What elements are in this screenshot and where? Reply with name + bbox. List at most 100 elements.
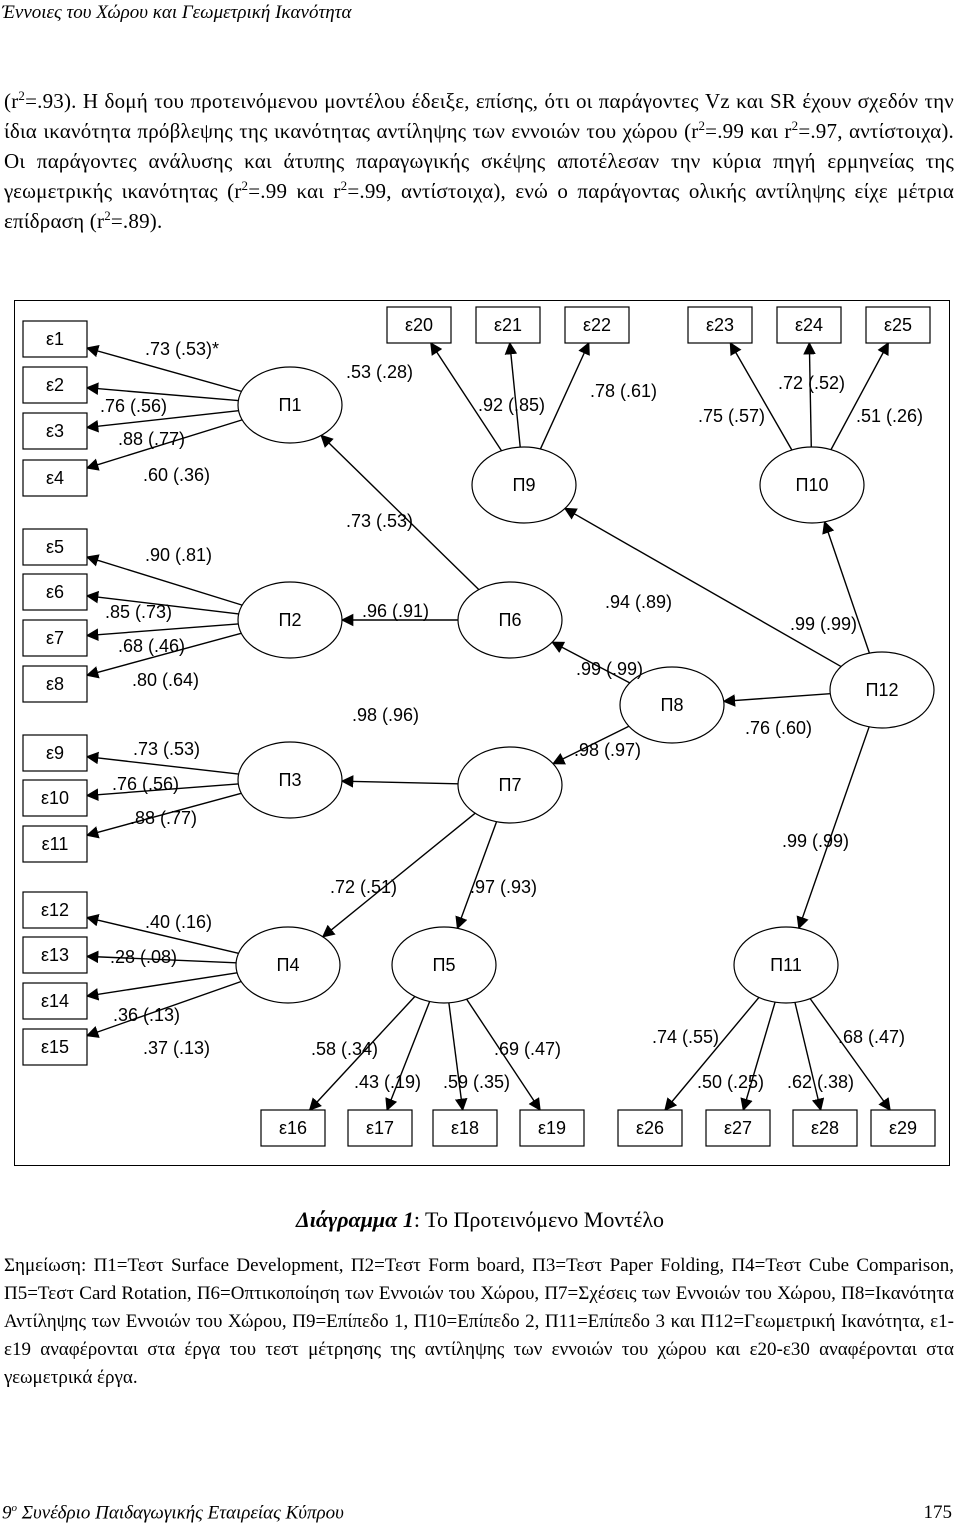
loading-label-p4_e12: .40 (.16) [145,912,212,932]
path-label-p6_p2: .96 (.91) [362,601,429,621]
loading-label-p10_e25: .51 (.26) [856,406,923,426]
error-box-ε2: ε2 [22,366,88,404]
error-box-ε12: ε12 [22,891,88,929]
loading-Π3-ε9 [85,751,239,775]
svg-text:ε14: ε14 [41,991,69,1011]
loading-label-p9_e21: .92 (.85) [478,395,545,415]
error-box-ε7: ε7 [22,619,88,657]
loading-label-p10_e23: .75 (.57) [698,406,765,426]
factor-Π4: Π4 [235,926,341,1004]
error-box-ε26: ε26 [617,1109,683,1147]
loading-Π5-ε16 [308,995,416,1111]
svg-text:ε15: ε15 [41,1037,69,1057]
path-label-p12_p10: .99 (.99) [790,614,857,634]
loading-Π3-ε10 [85,783,239,801]
path-label-p12_p9: .94 (.89) [605,592,672,612]
loading-Π2-ε5 [85,554,243,606]
error-box-ε19: ε19 [519,1109,585,1147]
path-label-p8_p6: .99 (.99) [576,659,643,679]
loading-label-p1_e4: .60 (.36) [143,465,210,485]
error-box-ε16: ε16 [260,1109,326,1147]
svg-text:ε19: ε19 [538,1118,566,1138]
svg-text:ε5: ε5 [46,537,64,557]
path-Π12-Π11 [796,726,870,930]
factor-Π9: Π9 [471,446,577,524]
error-box-ε21: ε21 [475,306,541,344]
loading-Π4-ε12 [85,914,239,955]
loading-Π10-ε24 [803,341,816,448]
loading-label-p9_e20: .53 (.28) [346,362,413,382]
body-paragraph: (r2=.93). Η δομή του προτεινόμενου μοντέ… [4,88,955,233]
error-box-ε25: ε25 [865,306,931,344]
svg-text:ε16: ε16 [279,1118,307,1138]
svg-text:ε27: ε27 [724,1118,752,1138]
loading-Π5-ε19 [466,998,541,1112]
loading-label-p2_e6: .85 (.73) [105,602,172,622]
path-Π7-Π4 [321,812,476,938]
loading-Π2-ε8 [85,632,242,679]
error-box-ε15: ε15 [22,1028,88,1066]
loading-label-p1_e3: .88 (.77) [118,429,185,449]
loading-label-p2_e7: .68 (.46) [118,636,185,656]
caption-rest: : Το Προτεινόμενο Μοντέλο [413,1207,665,1232]
loading-label-p4_e14: .36 (.13) [113,1005,180,1025]
svg-text:ε3: ε3 [46,421,64,441]
factor-Π1: Π1 [237,366,343,444]
svg-text:ε10: ε10 [41,788,69,808]
svg-text:ε28: ε28 [811,1118,839,1138]
loading-Π9-ε22 [539,341,590,450]
svg-text:ε23: ε23 [706,315,734,335]
loading-label-p11_e26: .74 (.55) [652,1027,719,1047]
svg-text:ε12: ε12 [41,900,69,920]
loading-Π9-ε20 [430,341,503,452]
loading-Π4-ε13 [85,950,237,964]
loading-Π10-ε23 [729,341,793,451]
svg-text:ε13: ε13 [41,945,69,965]
factor-Π2: Π2 [237,581,343,659]
svg-text:ε22: ε22 [583,315,611,335]
loading-label-p4_e13: .28 (.08) [110,947,177,967]
loading-Π1-ε3 [85,409,239,433]
loading-Π11-ε27 [740,1001,776,1112]
path-Π8-Π6 [551,641,631,684]
loading-Π9-ε21 [504,341,521,448]
svg-text:ε1: ε1 [46,329,64,349]
error-box-ε20: ε20 [386,306,452,344]
caption-lead: Διάγραμμα 1 [295,1207,414,1232]
path-Π7-Π5 [455,821,498,930]
error-box-ε23: ε23 [687,306,753,344]
loading-label-p4_e15: .37 (.13) [143,1038,210,1058]
loading-label-p1_e1: .73 (.53)* [145,339,219,359]
loading-label-p3_e9: .73 (.53) [133,739,200,759]
svg-text:Π6: Π6 [498,610,521,630]
svg-text:Π12: Π12 [865,680,898,700]
path-label-p7_p4: .72 (.51) [330,877,397,897]
loading-Π11-ε29 [809,998,891,1112]
error-box-ε18: ε18 [432,1109,498,1147]
path-label-p12_p11: .99 (.99) [782,831,849,851]
error-box-ε22: ε22 [564,306,630,344]
running-header: Έννοιες του Χώρου και Γεωμετρική Ικανότη… [2,2,352,23]
svg-text:Π4: Π4 [276,955,299,975]
factor-Π10: Π10 [759,446,865,524]
loading-label-p9_e22: .78 (.61) [590,381,657,401]
path-label-p7_p5: .97 (.93) [470,877,537,897]
factor-Π3: Π3 [237,741,343,819]
diagram-frame [14,300,950,1166]
loading-label-p10_e24: .72 (.52) [778,373,845,393]
error-box-ε29: ε29 [870,1109,936,1147]
loading-label-p5_e17: .43 (.19) [354,1072,421,1092]
error-box-ε24: ε24 [776,306,842,344]
factor-Π8: Π8 [619,666,725,744]
loading-label-p3_e11: .88 (.77) [130,808,197,828]
svg-text:ε8: ε8 [46,674,64,694]
loading-Π4-ε15 [85,980,242,1038]
path-label-p6_p1: .73 (.53) [346,511,413,531]
error-box-ε11: ε11 [22,825,88,863]
loading-Π1-ε2 [85,382,239,402]
svg-text:ε18: ε18 [451,1118,479,1138]
error-box-ε1: ε1 [22,320,88,358]
loading-Π5-ε18 [448,1002,468,1112]
svg-text:ε2: ε2 [46,375,64,395]
footer-conference: 9ο Συνέδριο Παιδαγωγικής Εταιρείας Κύπρο… [2,1502,344,1524]
